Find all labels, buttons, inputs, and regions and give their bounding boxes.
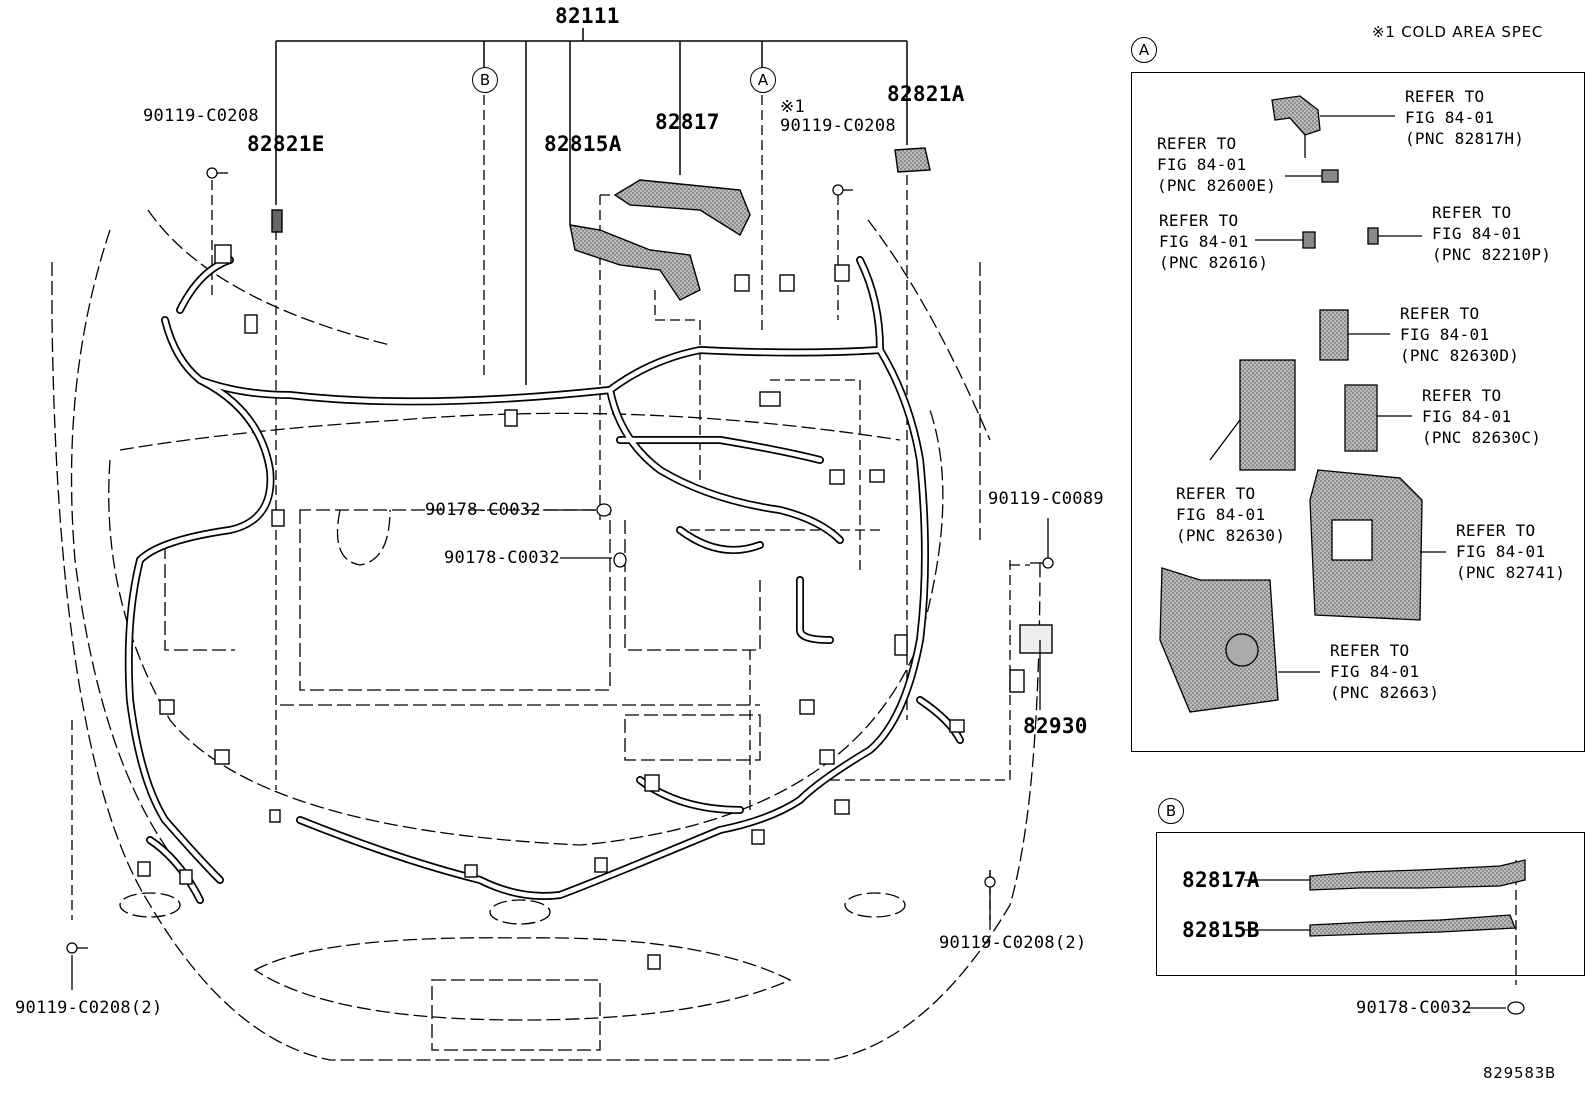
part-82630 [1239, 359, 1296, 471]
part-82815B [1309, 914, 1516, 937]
part-82817A [1309, 859, 1526, 891]
protector-82815A [569, 224, 701, 301]
panel-b [1156, 832, 1585, 976]
callout-82111[interactable]: 82111 [555, 4, 620, 28]
main-bracket [275, 28, 908, 385]
ref-82210P[interactable]: REFER TO FIG 84-01 (PNC 82210P) [1432, 203, 1552, 264]
part-82663 [1159, 567, 1279, 713]
callout-bolt-tr[interactable]: 90119-C0208 [780, 116, 896, 136]
callout-82815A[interactable]: 82815A [544, 132, 622, 156]
marker-a[interactable]: A [750, 67, 776, 93]
ref-82741[interactable]: REFER TO FIG 84-01 (PNC 82741) [1456, 521, 1566, 582]
connector-82821A [894, 147, 931, 173]
callout-82815B[interactable]: 82815B [1182, 918, 1260, 942]
body-outline [51, 262, 1041, 1061]
callout-clip-a[interactable]: 90178-C0032 [425, 500, 541, 520]
panel-a-marker: A [1131, 37, 1157, 63]
callout-82821A[interactable]: 82821A [887, 82, 965, 106]
ref-82630D[interactable]: REFER TO FIG 84-01 (PNC 82630D) [1400, 304, 1520, 365]
callout-bolt-bl[interactable]: 90119-C0208(2) [15, 998, 163, 1018]
marker-b[interactable]: B [472, 67, 498, 93]
cold-spec-mark: ※1 [780, 97, 806, 117]
callout-82817A[interactable]: 82817A [1182, 868, 1260, 892]
connector-82821E [271, 209, 283, 233]
callout-bolt-r[interactable]: 90119-C0089 [988, 489, 1104, 509]
ref-82663[interactable]: REFER TO FIG 84-01 (PNC 82663) [1330, 641, 1440, 702]
callout-82930[interactable]: 82930 [1023, 714, 1088, 738]
ref-82600E[interactable]: REFER TO FIG 84-01 (PNC 82600E) [1157, 134, 1277, 195]
bolt-symbol-tr [832, 184, 853, 196]
callout-bolt-tl[interactable]: 90119-C0208 [143, 106, 259, 126]
bolt-symbol-r [1030, 557, 1054, 569]
callout-clip-b[interactable]: 90178-C0032 [444, 548, 560, 568]
callout-82821E[interactable]: 82821E [247, 132, 325, 156]
illustration-code: 829583B [1483, 1064, 1557, 1082]
ref-82630C[interactable]: REFER TO FIG 84-01 (PNC 82630C) [1422, 386, 1542, 447]
relay-82930 [1019, 624, 1053, 654]
part-82817H [1271, 95, 1321, 136]
protector-82817 [613, 179, 751, 237]
callout-panel-b-clip[interactable]: 90178-C0032 [1356, 998, 1472, 1018]
panel-b-marker: B [1158, 798, 1184, 824]
clip-symbol-b [613, 552, 627, 568]
bolt-symbol-br [984, 870, 996, 888]
cold-area-spec-note: ※1 COLD AREA SPEC [1372, 23, 1544, 41]
panel-a [1131, 72, 1585, 752]
clip-symbol-panel-b [1507, 1001, 1525, 1015]
callout-bolt-br[interactable]: 90119-C0208(2) [939, 933, 1087, 953]
callout-82817[interactable]: 82817 [655, 110, 720, 134]
ref-82630[interactable]: REFER TO FIG 84-01 (PNC 82630) [1176, 484, 1286, 545]
part-82630D [1319, 309, 1349, 361]
bolt-symbol-bl [66, 942, 88, 954]
ref-82817H[interactable]: REFER TO FIG 84-01 (PNC 82817H) [1405, 87, 1525, 148]
ref-82616[interactable]: REFER TO FIG 84-01 (PNC 82616) [1159, 211, 1269, 272]
part-82630C [1344, 384, 1378, 452]
clip-symbol-a [596, 503, 612, 517]
bolt-symbol-tl [206, 167, 228, 179]
